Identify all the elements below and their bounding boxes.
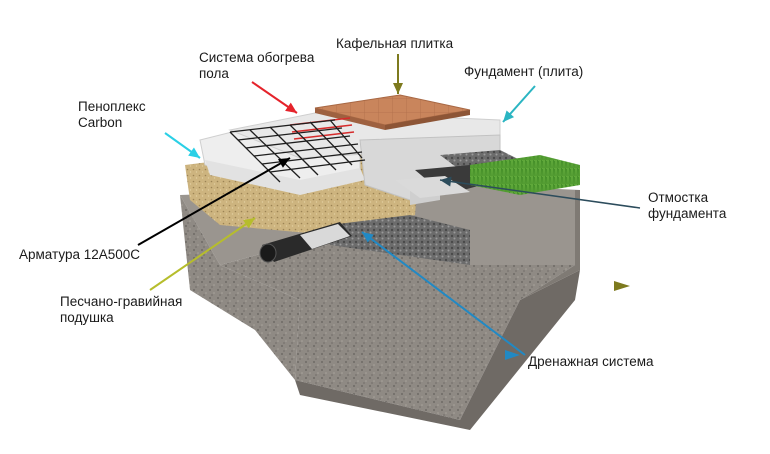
grass-turf [470, 155, 580, 195]
drainage-geotextile [300, 224, 350, 249]
drainage-pipe-end [259, 243, 277, 263]
arrow-rebar-head [277, 158, 290, 168]
arrow-floor-heating-head [285, 102, 297, 113]
marker-triangle-blue [505, 350, 520, 360]
soil-block-bottom-face [295, 270, 580, 430]
soil-block-front [180, 195, 300, 380]
callout-arrows [137, 54, 641, 360]
arrow-penoplex-head [188, 147, 200, 158]
arrow-foundation-slab-head [503, 110, 515, 122]
arrow-blind-area-head [440, 176, 452, 187]
arrow-drainage-system [361, 231, 526, 356]
arrow-rebar [137, 157, 291, 246]
arrow-sand-cushion-head [243, 218, 255, 229]
arrow-drainage-system-head [362, 232, 374, 243]
rebar-mesh [229, 119, 366, 183]
blind-area-gravel [440, 150, 520, 170]
label-ceramic-tile: Кафельная плитка [336, 36, 454, 51]
arrow-ceramic-tile-head [393, 83, 403, 94]
soil-block-right [520, 190, 580, 300]
marker-triangle-olive [614, 281, 630, 291]
ceramic-tile-edge-right [385, 110, 470, 130]
drainage-gravel-trench [330, 215, 470, 265]
label-drainage-system: Дренажная система [528, 354, 654, 369]
ceramic-tile-edge [315, 108, 385, 130]
arrow-blind-area [439, 179, 641, 209]
label-foundation-slab: Фундамент (плита) [464, 64, 584, 79]
soil-block-front-main [220, 235, 575, 420]
arrow-sand-cushion [149, 217, 256, 291]
penoplex-layer-lower [205, 160, 365, 195]
label-rebar: Арматура 12А500С [19, 247, 140, 262]
